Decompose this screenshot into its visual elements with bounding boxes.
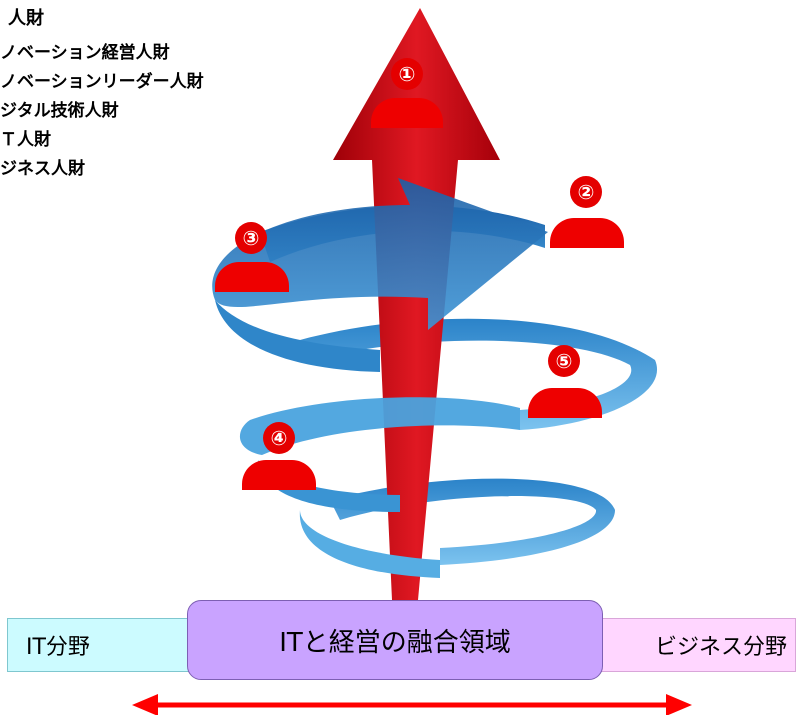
domain-it: IT分野 xyxy=(7,618,197,672)
spiral-arrowhead-loop xyxy=(212,178,549,330)
marker-3-badge: ③ xyxy=(235,222,267,254)
marker-4-person-icon xyxy=(242,460,316,490)
marker-2-badge: ② xyxy=(570,176,602,208)
legend-item-it: Ｔ人財 xyxy=(0,130,51,150)
marker-2-person-icon xyxy=(550,218,624,248)
legend-item-digital-tech: ジタル技術人財 xyxy=(0,101,119,121)
marker-3-person-icon xyxy=(215,262,289,292)
marker-5-badge: ⑤ xyxy=(548,345,580,377)
spiral-band-4b xyxy=(258,460,400,512)
legend-item-innovation-leader: ノベーションリーダー人財 xyxy=(0,72,204,92)
marker-4-badge: ④ xyxy=(263,422,295,454)
span-arrow-right-head xyxy=(666,694,692,715)
marker-1-person-icon xyxy=(371,98,443,128)
marker-5-person-icon xyxy=(528,388,602,418)
legend-item-business: ジネス人財 xyxy=(0,159,85,179)
spiral-band-6 xyxy=(299,510,440,578)
red-arrow-shape xyxy=(333,8,500,600)
spiral-band-2 xyxy=(215,300,380,372)
domain-business: ビジネス分野 xyxy=(596,618,796,672)
span-double-arrow xyxy=(132,694,692,715)
spiral-band-4 xyxy=(239,397,520,455)
span-arrow-left-head xyxy=(132,694,158,715)
legend-title: 人財 xyxy=(8,8,44,29)
domain-fusion: ITと経営の融合領域 xyxy=(187,600,603,680)
marker-1-badge: ① xyxy=(391,58,423,90)
legend-item-innovation-management: ノベーション経営人財 xyxy=(0,43,170,63)
vertical-growth-arrow xyxy=(333,8,500,600)
spiral-front xyxy=(212,178,549,578)
